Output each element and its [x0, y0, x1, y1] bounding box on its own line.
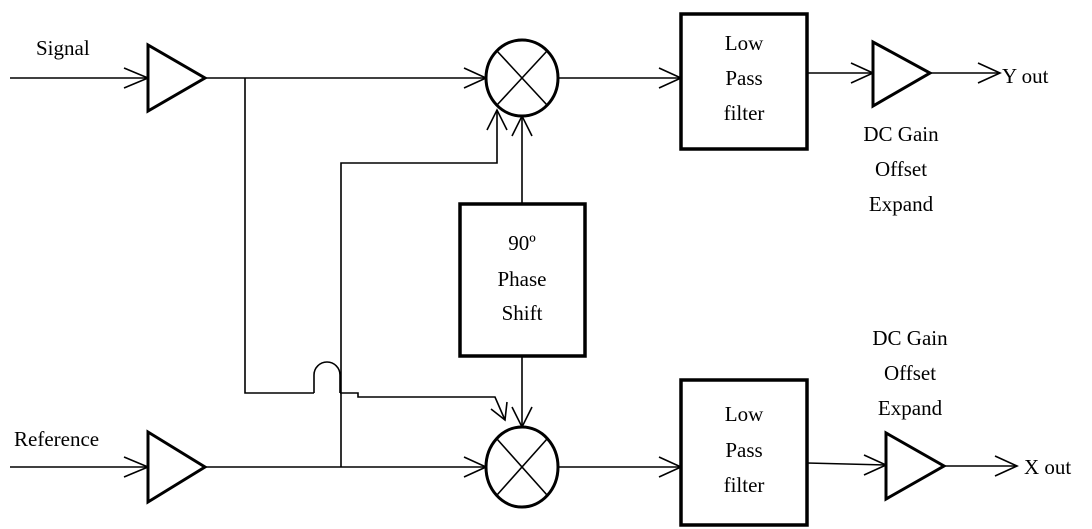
- lpf-bottom-line3: filter: [723, 473, 765, 497]
- top-lpf-to-amp-wire: [807, 62, 875, 84]
- x-out-wire: [944, 455, 1019, 477]
- dc-bottom-line1: DC Gain: [872, 326, 948, 350]
- bottom-lpf-to-amp-wire: [806, 454, 888, 476]
- signal-input-wire: [10, 67, 151, 89]
- low-pass-filter-top: [679, 12, 809, 151]
- signal-label: Signal: [36, 36, 90, 60]
- lpf-top-line2: Pass: [725, 66, 763, 90]
- lpf-top-line1: Low: [724, 31, 764, 55]
- reference-input-wire: [10, 456, 151, 478]
- reference-label: Reference: [14, 427, 100, 451]
- reference-to-top-mixer-wire: [340, 108, 508, 467]
- dc-bottom-line2: Offset: [883, 361, 937, 385]
- x-out-label: X out: [1024, 455, 1072, 479]
- bottom-mixer: [484, 425, 560, 509]
- phase-shift-line2: Phase: [497, 267, 547, 291]
- lpf-top-line3: filter: [723, 101, 765, 125]
- y-out-label: Y out: [1002, 64, 1049, 88]
- signal-to-top-mixer-wire: [205, 67, 488, 89]
- bottom-mixer-to-lpf-wire: [558, 456, 683, 478]
- dc-top-line3: Expand: [868, 192, 934, 216]
- signal-to-bottom-mixer-wire: [244, 78, 508, 422]
- signal-amplifier: [146, 42, 208, 114]
- dc-gain-amplifier-top: [871, 39, 934, 109]
- y-out-wire: [930, 62, 1002, 84]
- lpf-bottom-line1: Low: [724, 402, 764, 426]
- reference-amplifier: [146, 429, 208, 505]
- top-mixer-to-lpf-wire: [558, 67, 683, 89]
- phase-shift-line3: Shift: [501, 301, 543, 325]
- lpf-bottom-line2: Pass: [725, 438, 763, 462]
- phase-shift-to-top-mixer-wire: [511, 114, 533, 204]
- low-pass-filter-bottom: [679, 378, 809, 527]
- dc-top-line2: Offset: [874, 157, 928, 181]
- top-mixer: [484, 38, 560, 118]
- phase-shift-line1: 90º: [508, 231, 536, 255]
- dc-gain-amplifier-bottom: [884, 430, 948, 502]
- reference-to-bottom-mixer-wire: [205, 456, 488, 478]
- dc-top-line1: DC Gain: [863, 122, 939, 146]
- dc-bottom-line3: Expand: [877, 396, 943, 420]
- phase-shift-to-bottom-mixer-wire: [511, 356, 533, 429]
